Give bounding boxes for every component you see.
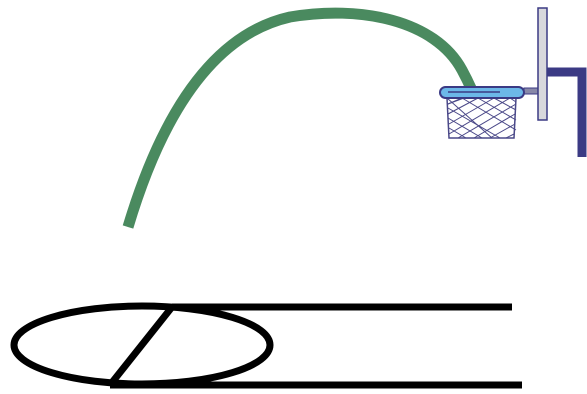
court-diagonal-line <box>107 304 175 388</box>
arc-path <box>122 7 490 229</box>
net-mesh <box>446 97 517 139</box>
court-lines-icon <box>10 302 522 389</box>
backboard <box>537 7 548 121</box>
hoop-support-arm <box>540 67 587 157</box>
ball-arc-path-icon <box>122 7 490 229</box>
basketball-hoop-icon <box>439 7 587 157</box>
hoop-net <box>446 97 517 139</box>
